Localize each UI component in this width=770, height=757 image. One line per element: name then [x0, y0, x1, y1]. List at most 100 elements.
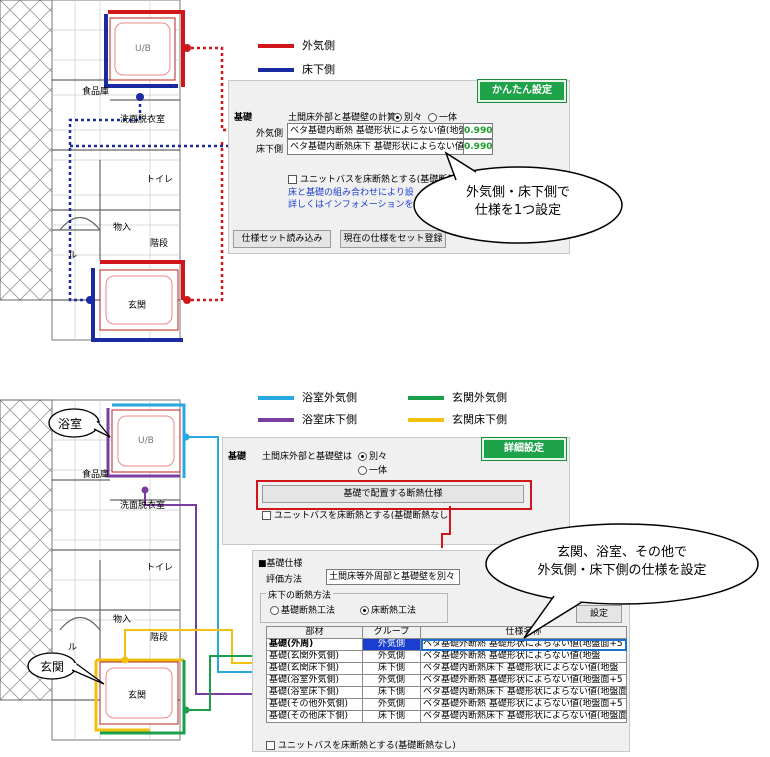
table-row[interactable]: 基礎(その他床下側) 床下側 ベタ基礎内断熱床下 基礎形状によらない値(地盤面+…	[266, 710, 627, 723]
plan-label-storage: 物入	[113, 615, 132, 625]
calc-method-label: 土間床外部と基礎壁の計算	[288, 113, 397, 123]
plan-label-storage: 物入	[113, 223, 132, 233]
callout-bubble-top	[413, 151, 623, 244]
callout-text-top: 外気側・床下側で 仕様を1つ設定	[465, 185, 570, 218]
table-cell: 基礎(浴室外気側)	[266, 674, 363, 687]
easy-settings-button[interactable]: かんたん設定	[478, 80, 566, 102]
under-method-group	[260, 593, 448, 623]
unitbath-checkbox-2[interactable]: ユニットバスを床断熱とする(基礎断熱なし)	[266, 738, 456, 751]
plan-label-ru: ル	[68, 251, 78, 261]
checkbox-icon	[288, 175, 297, 184]
under-spec-field[interactable]: ベタ基礎内断熱床下 基礎形状によらない値(地盤面+5	[287, 139, 465, 155]
table-cell: 基礎(玄関床下側)	[266, 662, 363, 675]
table-row[interactable]: 基礎(その他外気側) 外気側 ベタ基礎外断熱 基礎形状によらない値(地盤面+5	[266, 698, 627, 711]
hatched-wall-area	[0, 399, 53, 701]
table-row[interactable]: 基礎(浴室床下側) 床下側 ベタ基礎内断熱床下 基礎形状によらない値(地盤面+5	[266, 686, 627, 699]
legend-swatch-outer	[258, 44, 294, 48]
bottom-floor-plan	[0, 399, 268, 741]
top-floor-plan	[0, 0, 249, 342]
table-cell: ベタ基礎内断熱床下 基礎形状によらない値(地盤	[420, 662, 627, 675]
legend-swatch-bath-outer	[258, 396, 294, 400]
table-cell: ベタ基礎外断熱 基礎形状によらない値(地盤面+5	[420, 698, 627, 711]
outer-value-field[interactable]: 0.990	[463, 123, 493, 139]
legend-label-entrance-outer: 玄関外気側	[452, 391, 507, 404]
tag-bubble-bath	[48, 408, 111, 438]
table-header-row: 部材 グループ 仕様名称	[266, 626, 627, 639]
settings-button[interactable]: 設定	[576, 605, 622, 623]
placement-highlight	[256, 480, 532, 510]
plan-label-pantry: 食品庫	[82, 470, 110, 480]
hatched-wall-area	[0, 0, 53, 301]
legend-swatch-under	[258, 68, 294, 72]
legend-swatch-bath-under	[258, 418, 294, 422]
radio-separate[interactable]: 別々	[393, 110, 422, 123]
plan-label-toilet: トイレ	[146, 563, 174, 573]
evaluation-method-label: 評価方法	[266, 575, 303, 585]
plan-label-washroom: 洗面脱衣室	[120, 115, 166, 125]
legend-swatch-entrance-under	[408, 418, 444, 422]
table-cell: 外気側	[362, 698, 421, 711]
table-row[interactable]: 基礎(玄関床下側) 床下側 ベタ基礎内断熱床下 基礎形状によらない値(地盤	[266, 662, 627, 675]
plan-label-pantry: 食品庫	[82, 87, 110, 97]
radio-icon	[358, 452, 367, 461]
foundation-placement-spec-button[interactable]: 基礎で配置する断熱仕様	[262, 485, 524, 503]
table-cell: 基礎(その他外気側)	[266, 698, 363, 711]
plan-label-ub: U/B	[138, 436, 154, 446]
radio-base-insulation[interactable]: 基礎断熱工法	[270, 603, 335, 616]
foundation-spec-title: ■基礎仕様	[258, 559, 303, 569]
tag-entrance-label: 玄関	[40, 660, 65, 674]
table-cell: ベタ基礎外断熱 基礎形状によらない値(地盤	[420, 650, 627, 663]
radio-icon	[270, 606, 279, 615]
radio-together[interactable]: 一体	[428, 110, 457, 123]
plan-label-washroom: 洗面脱衣室	[120, 501, 166, 511]
legend-label-bath-under: 浴室床下側	[302, 413, 357, 426]
load-spec-set-button[interactable]: 仕様セット読み込み	[233, 230, 331, 248]
radio-separate[interactable]: 別々	[358, 449, 387, 462]
plan-label-ru: ル	[68, 643, 78, 653]
outer-side-label: 外気側	[256, 129, 284, 139]
radio-icon	[360, 606, 369, 615]
tag-bubble-entrance	[27, 652, 105, 685]
table-row[interactable]: 基礎(浴室外気側) 外気側 ベタ基礎外断熱 基礎形状によらない値(地盤面+5	[266, 674, 627, 687]
outer-spec-field[interactable]: ベタ基礎内断熱 基礎形状によらない値(地盤面+5	[287, 123, 465, 139]
tag-bath-label: 浴室	[58, 417, 83, 431]
table-cell: 外気側	[362, 674, 421, 687]
connector-line	[441, 506, 451, 548]
save-spec-set-button[interactable]: 現在の仕様をセット登録	[340, 230, 446, 248]
plan-label-stairs: 階段	[150, 633, 169, 643]
table-cell: ベタ基礎内断熱床下 基礎形状によらない値(地盤面+5	[420, 710, 627, 723]
under-side-label: 床下側	[256, 145, 284, 155]
info-text-2: 詳しくはインフォメーションをご確認だ	[288, 200, 413, 210]
radio-icon	[358, 466, 367, 475]
under-value-field[interactable]: 0.990	[463, 139, 493, 155]
info-text-1: 床と基礎の組み合わせにより設定内容	[288, 188, 413, 198]
radio-together[interactable]: 一体	[358, 463, 387, 476]
checkbox-icon	[266, 741, 275, 750]
evaluation-method-select[interactable]: 土間床等外周部と基礎壁を別々	[326, 569, 460, 585]
plan-label-ub: U/B	[135, 44, 151, 54]
table-cell: 外気側	[362, 650, 421, 663]
unitbath-checkbox[interactable]: ユニットバスを床断熱とする(基礎断熱なし)	[288, 172, 478, 185]
radio-icon	[428, 113, 437, 122]
unitbath-checkbox[interactable]: ユニットバスを床断熱とする(基礎断熱なし)	[262, 508, 452, 521]
table-cell: 外気側	[362, 638, 421, 651]
foundation-section-label: 基礎	[228, 452, 247, 462]
legend-label-bath-outer: 浴室外気側	[302, 391, 357, 404]
foundation-section-label: 基礎	[234, 113, 253, 123]
radio-floor-insulation[interactable]: 床断熱工法	[360, 603, 416, 616]
column-header: 部材	[266, 626, 363, 639]
legend-label-under: 床下側	[302, 63, 335, 76]
plan-label-stairs: 階段	[150, 239, 169, 249]
under-method-group-label: 床下の断熱方法	[266, 588, 334, 601]
legend-swatch-entrance-outer	[408, 396, 444, 400]
table-cell: 基礎(その他床下側)	[266, 710, 363, 723]
radio-icon	[393, 113, 402, 122]
foundation-spec-table: 部材 グループ 仕様名称 基礎(外周) 外気側 ベタ基礎外断熱 基礎形状によらな…	[266, 626, 627, 723]
callout-text-bottom: 玄関、浴室、その他で 外気側・床下側の仕様を設定	[537, 545, 707, 578]
plan-label-entrance: 玄関	[128, 301, 147, 311]
calc-method-label: 土間床外部と基礎壁は	[262, 452, 353, 462]
legend-label-outer: 外気側	[302, 39, 335, 52]
detail-settings-button[interactable]: 詳細設定	[482, 438, 566, 460]
table-row[interactable]: 基礎(玄関外気側) 外気側 ベタ基礎外断熱 基礎形状によらない値(地盤	[266, 650, 627, 663]
table-cell: 基礎(玄関外気側)	[266, 650, 363, 663]
